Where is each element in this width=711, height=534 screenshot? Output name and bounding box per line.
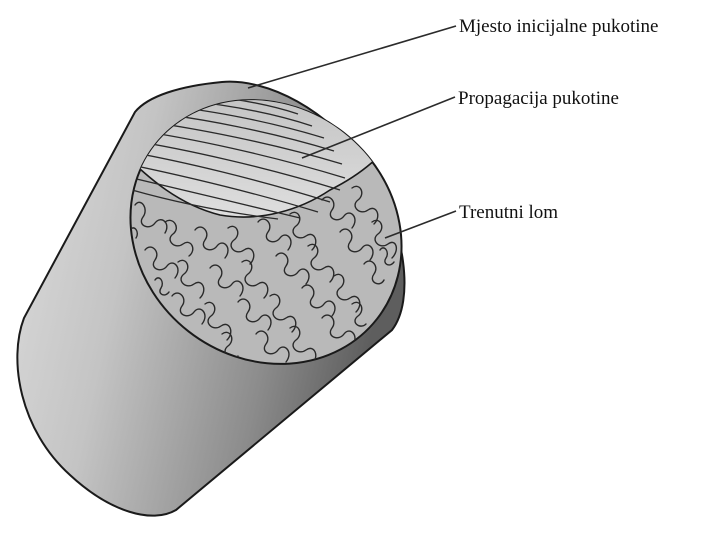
label-initiation-site: Mjesto inicijalne pukotine (459, 16, 658, 37)
leader-line-initiation (248, 26, 456, 88)
label-propagation: Propagacija pukotine (458, 88, 619, 109)
label-final-fracture: Trenutni lom (459, 202, 558, 223)
